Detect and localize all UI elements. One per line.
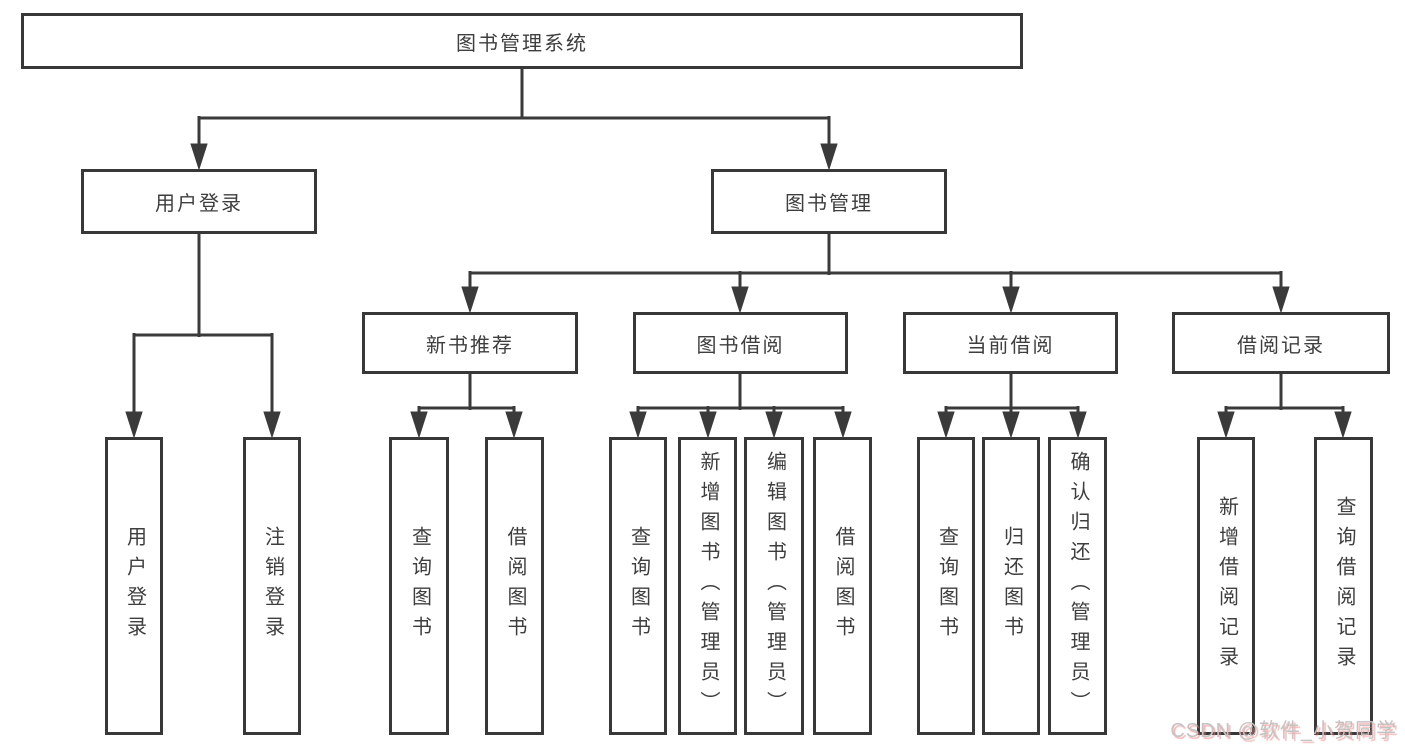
leaf-borrow-book-2-label: 借阅图书 (832, 526, 854, 646)
node-current-borrow-label: 当前借阅 (966, 334, 1055, 357)
watermark: CSDN @软件_小贺同学 (1170, 720, 1397, 742)
leaf-borrow-book-1: 借阅图书 (485, 437, 544, 735)
node-borrow-records-label: 借阅记录 (1237, 334, 1325, 357)
edges-user-login-to-leaves (125, 234, 281, 439)
leaf-borrow-book-2: 借阅图书 (813, 437, 872, 735)
leaf-edit-book-admin: 编辑图书（管理员） (744, 437, 804, 735)
leaf-user-login: 用户登录 (105, 437, 163, 735)
leaf-add-borrow-record: 新增借阅记录 (1197, 437, 1255, 735)
leaf-logout-label: 注销登录 (261, 526, 284, 646)
node-user-login: 用户登录 (81, 169, 317, 234)
edges-book-management-to-level3 (461, 233, 1290, 314)
node-book-borrow-label: 图书借阅 (696, 334, 785, 357)
node-root: 图书管理系统 (21, 13, 1023, 69)
leaf-query-book-2: 查询图书 (609, 437, 667, 735)
leaf-return-book: 归还图书 (982, 437, 1040, 735)
edges-book-borrow-to-leaves (629, 374, 852, 439)
node-current-borrow: 当前借阅 (903, 312, 1118, 374)
node-new-book-recommend-label: 新书推荐 (426, 334, 514, 357)
leaf-user-login-label: 用户登录 (123, 526, 146, 646)
edges-root-to-level2 (190, 69, 838, 171)
leaf-add-book-admin-label: 新增图书（管理员） (697, 451, 719, 721)
node-user-login-label: 用户登录 (155, 193, 243, 215)
leaf-logout: 注销登录 (243, 437, 301, 735)
node-book-management: 图书管理 (711, 169, 947, 234)
leaf-query-book-1: 查询图书 (389, 437, 449, 735)
leaf-confirm-return-admin-label: 确认归还（管理员） (1067, 451, 1089, 721)
node-book-borrow: 图书借阅 (633, 312, 848, 374)
leaf-query-book-2-label: 查询图书 (627, 526, 650, 646)
node-book-management-label: 图书管理 (785, 193, 873, 215)
leaf-confirm-return-admin: 确认归还（管理员） (1048, 437, 1107, 735)
leaf-return-book-label: 归还图书 (1000, 526, 1023, 646)
node-new-book-recommend: 新书推荐 (362, 312, 578, 374)
node-root-label: 图书管理系统 (456, 32, 588, 55)
leaf-add-book-admin: 新增图书（管理员） (678, 437, 737, 735)
leaf-query-book-3-label: 查询图书 (935, 526, 958, 646)
leaf-query-book-1-label: 查询图书 (408, 526, 431, 646)
edges-borrow-records-to-leaves (1217, 374, 1352, 439)
leaf-query-book-3: 查询图书 (917, 437, 975, 735)
node-borrow-records: 借阅记录 (1172, 312, 1390, 374)
leaf-add-borrow-record-label: 新增借阅记录 (1215, 496, 1238, 676)
edges-new-book-recommend-to-leaves (410, 374, 523, 439)
edges-current-borrow-to-leaves (937, 374, 1087, 439)
leaf-query-borrow-record-label: 查询借阅记录 (1333, 496, 1355, 676)
leaf-edit-book-admin-label: 编辑图书（管理员） (763, 451, 786, 721)
leaf-borrow-book-1-label: 借阅图书 (504, 526, 526, 646)
leaf-query-borrow-record: 查询借阅记录 (1314, 437, 1373, 735)
